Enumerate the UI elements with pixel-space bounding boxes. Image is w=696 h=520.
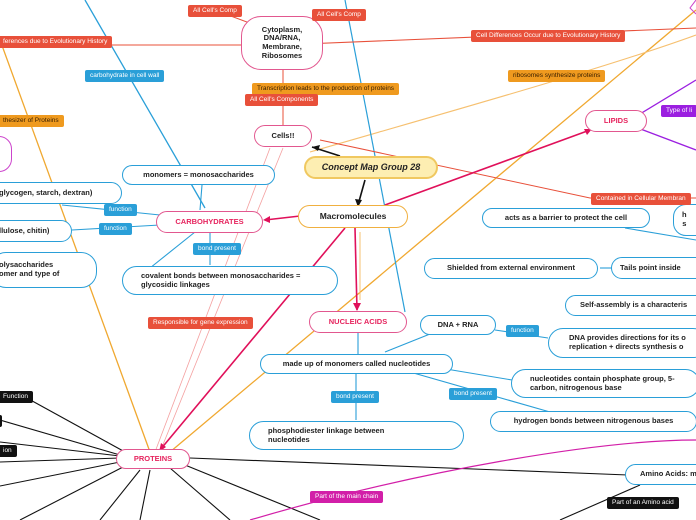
label-all-cells-comp-1[interactable]: All Cell's Comp [188, 5, 242, 17]
label-function-1[interactable]: function [104, 204, 137, 216]
node-right-partial[interactable]: h s [673, 204, 696, 236]
node-dna-provides[interactable]: DNA provides directions for its o replic… [548, 328, 696, 358]
node-monomers-monosaccharides[interactable]: monomers = monosaccharides [122, 165, 275, 185]
node-polysaccharides-text: olysaccharides omer and type of [0, 260, 60, 278]
node-cytoplasm[interactable]: Cytoplasm, DNA/RNA, Membrane, Ribosomes [241, 16, 323, 70]
node-glycogen[interactable]: glycogen, starch, dextran) [0, 182, 122, 204]
node-macromolecules-text: Macromolecules [319, 210, 387, 221]
node-cells-text: Cells!! [271, 130, 295, 140]
node-hydrogen-bonds[interactable]: hydrogen bonds between nitrogenous bases [490, 411, 696, 432]
label-all-cells-comp-1-text: All Cell's Comp [193, 7, 237, 14]
node-cellulose[interactable]: llulose, chitin) [0, 220, 72, 242]
label-differences-right-text: Cell Differences Occur due to Evolutiona… [476, 32, 621, 39]
label-part-amino-acid[interactable]: Part of an Amino acid [607, 497, 679, 509]
label-function-2-text: function [104, 225, 127, 232]
node-made-up-text: made up of monomers called nucleotides [282, 358, 431, 368]
node-lipids[interactable]: LIPIDS [585, 110, 647, 132]
central-topic-text: Concept Map Group 28 [321, 162, 421, 173]
label-type-of-text: Type of li [666, 107, 693, 114]
label-function-3[interactable]: function [506, 325, 539, 337]
node-nucleotides-text: nucleotides contain phosphate group, 5- … [530, 373, 675, 392]
label-differences-evolutionary-left[interactable]: ferences due to Evolutionary History [0, 36, 113, 48]
node-nucleic-acids[interactable]: NUCLEIC ACIDS [309, 311, 407, 333]
label-part-main-chain-text: Part of the main chain [315, 493, 379, 500]
node-cellulose-text: llulose, chitin) [0, 225, 50, 235]
label-ribosomes-text: ribosomes synthesize proteins [513, 72, 601, 79]
node-glycogen-text: glycogen, starch, dextran) [0, 187, 93, 197]
label-function-1-text: function [109, 206, 132, 213]
node-hydrogen-text: hydrogen bonds between nitrogenous bases [513, 416, 674, 426]
node-dna-rna-text: DNA + RNA [437, 319, 479, 329]
node-amino-acids[interactable]: Amino Acids: m [625, 464, 696, 485]
node-cells[interactable]: Cells!! [254, 125, 312, 147]
node-lipids-text: LIPIDS [603, 115, 629, 125]
label-contained-membrane[interactable]: Contained in Cellular Membran [591, 193, 691, 205]
label-all-cells-components[interactable]: All Cell's Components [245, 94, 319, 106]
label-bond-present-2-text: bond present [336, 393, 374, 400]
node-covalent-text: covalent bonds between monosaccharides =… [141, 270, 301, 289]
node-right-partial-text: h s [682, 210, 687, 228]
node-barrier-text: acts as a barrier to protect the cell [504, 212, 628, 222]
node-made-up-nucleotides[interactable]: made up of monomers called nucleotides [260, 354, 453, 374]
label-carbohydrate-cell-wall[interactable]: carbohydrate in cell wall [85, 70, 165, 82]
label-responsible-text: Responsible for gene expression [153, 319, 248, 326]
node-shielded-text: Shielded from external environment [447, 263, 575, 273]
node-covalent-bonds[interactable]: covalent bonds between monosaccharides =… [122, 266, 338, 295]
node-proteins[interactable]: PROTEINS [116, 449, 190, 469]
label-part-amino-text: Part of an Amino acid [612, 499, 674, 506]
node-dna-rna[interactable]: DNA + RNA [420, 315, 496, 335]
label-function-2[interactable]: function [99, 223, 132, 235]
label-function-black-1[interactable]: Function [0, 391, 33, 403]
node-shielded[interactable]: Shielded from external environment [424, 258, 598, 279]
central-topic[interactable]: Concept Map Group 28 [304, 156, 438, 179]
label-function-3-text: function [511, 327, 534, 334]
node-amino-text: Amino Acids: m [640, 469, 696, 479]
label-bond-present-3-text: bond present [454, 390, 492, 397]
label-differences-evolutionary-right[interactable]: Cell Differences Occur due to Evolutiona… [471, 30, 626, 42]
label-type-of-lipid[interactable]: Type of li [661, 105, 696, 117]
node-proteins-text: PROTEINS [133, 453, 173, 463]
node-macromolecules[interactable]: Macromolecules [298, 205, 408, 228]
node-self-assembly[interactable]: Self-assembly is a characteris [565, 295, 696, 316]
label-all-cells-comp-2-text: All Cell's Comp [317, 11, 361, 18]
node-dna-provides-text: DNA provides directions for its o replic… [569, 333, 686, 351]
label-differences-left-text: ferences due to Evolutionary History [3, 38, 108, 45]
label-synthesizer-text: thesizer of Proteins [3, 117, 59, 124]
label-bond-present-3[interactable]: bond present [449, 388, 497, 400]
node-nucleotides-contain[interactable]: nucleotides contain phosphate group, 5- … [511, 369, 696, 398]
label-bond-present-2[interactable]: bond present [331, 391, 379, 403]
label-responsible-gene-expression[interactable]: Responsible for gene expression [148, 317, 253, 329]
label-transcription[interactable]: Transcription leads to the production of… [252, 83, 400, 95]
node-polysaccharides[interactable]: olysaccharides omer and type of [0, 252, 97, 288]
label-contained-text: Contained in Cellular Membran [596, 195, 686, 202]
label-function-black-1-text: Function [3, 393, 28, 400]
label-ribosomes-synthesize[interactable]: ribosomes synthesize proteins [508, 70, 606, 82]
label-all-cells-comp-2[interactable]: All Cell's Comp [312, 9, 366, 21]
label-function-black-2-text: ion [3, 447, 12, 454]
node-phosphodiester[interactable]: phosphodiester linkage between nucleotid… [249, 421, 464, 450]
node-tails-text: Tails point inside [620, 262, 681, 272]
label-synthesizer-proteins[interactable]: thesizer of Proteins [0, 115, 64, 127]
node-phosphodiester-text: phosphodiester linkage between nucleotid… [268, 425, 385, 444]
node-monomers-text: monomers = monosaccharides [143, 169, 254, 179]
label-part-main-chain[interactable]: Part of the main chain [310, 491, 384, 503]
label-bond-present-1-text: bond present [198, 245, 236, 252]
label-transcription-text: Transcription leads to the production of… [257, 85, 395, 92]
node-nucleic-text: NUCLEIC ACIDS [328, 316, 388, 326]
label-function-black-2[interactable]: ion [0, 445, 17, 457]
node-carbohydrates[interactable]: CARBOHYDRATES [156, 211, 263, 233]
label-all-cells-components-text: All Cell's Components [250, 96, 314, 103]
node-tails[interactable]: Tails point inside [611, 257, 696, 279]
node-cytoplasm-text: Cytoplasm, DNA/RNA, Membrane, Ribosomes [261, 24, 303, 60]
label-black-partial[interactable] [0, 415, 2, 427]
node-self-assembly-text: Self-assembly is a characteris [580, 300, 688, 310]
node-carbohydrates-text: CARBOHYDRATES [175, 216, 244, 226]
label-bond-present-1[interactable]: bond present [193, 243, 241, 255]
label-carb-wall-text: carbohydrate in cell wall [90, 72, 160, 79]
node-barrier[interactable]: acts as a barrier to protect the cell [482, 208, 650, 228]
